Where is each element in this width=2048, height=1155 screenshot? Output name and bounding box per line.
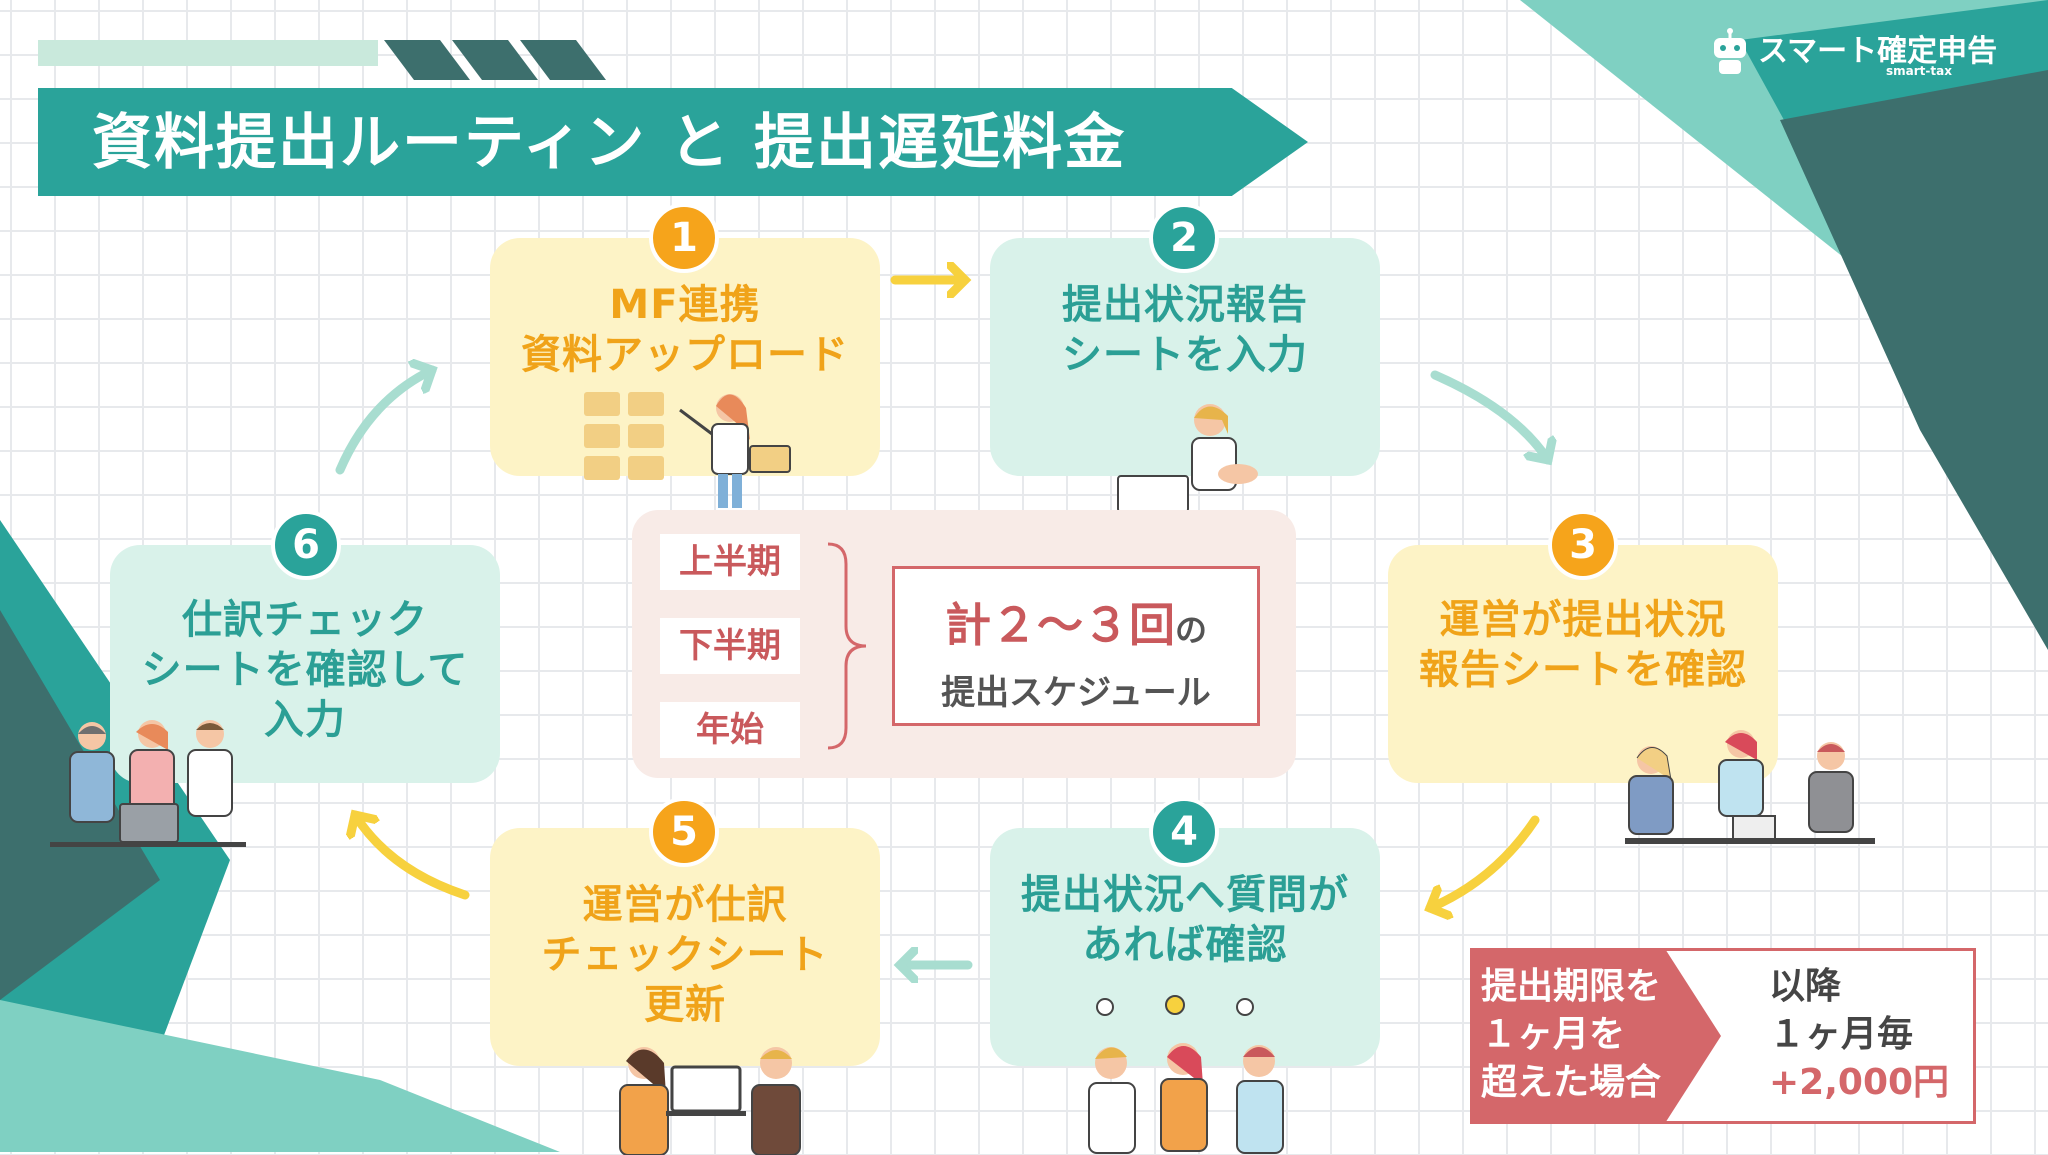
schedule-total: 計２～３回の <box>944 598 1207 652</box>
step-1-text: MF連携資料アップロード <box>521 282 849 378</box>
page-title: 資料提出ルーティン と 提出遅延料金 <box>92 108 1127 178</box>
arrow-3-4 <box>1430 815 1540 908</box>
late-fee-box: 提出期限を １ヶ月を 超えた場合 以降 １ヶ月毎 +2,000円 <box>1470 948 1976 1124</box>
period-second-half: 下半期 <box>660 618 800 674</box>
step-number-4: 4 <box>1149 797 1219 867</box>
step-4-text: 提出状況へ質問があれば確認 <box>1021 872 1349 968</box>
logo: スマート確定申告 smart-tax <box>1708 24 2008 84</box>
arrow-2-3 <box>1430 370 1548 460</box>
step-card-1: MF連携資料アップロード <box>490 238 880 476</box>
title-band <box>38 88 1308 196</box>
step-number-5: 5 <box>649 797 719 867</box>
step-card-3: 運営が提出状況報告シートを確認 <box>1388 545 1778 783</box>
step-5-text: 運営が仕訳チェックシート更新 <box>541 882 829 1028</box>
arrow-5-6 <box>355 815 470 900</box>
schedule-box: 上半期 下半期 年始 計２～３回の 提出スケジュール <box>632 510 1296 778</box>
schedule-total-caption: 提出スケジュール <box>941 673 1211 713</box>
late-fee-condition: 提出期限を １ヶ月を 超えた場合 <box>1481 966 1662 1103</box>
step-number-2: 2 <box>1149 203 1219 273</box>
thinking-people-illustration <box>1088 995 1284 1154</box>
logo-name: スマート確定申告 <box>1758 34 1998 69</box>
schedule-brace <box>827 542 867 750</box>
step-number-3: 3 <box>1548 510 1618 580</box>
mother-laptop-illustration <box>1112 404 1258 516</box>
step-number-1: 1 <box>649 203 719 273</box>
late-fee-amount: +2,000円 <box>1769 1062 1950 1103</box>
office-team-illustration <box>50 720 246 847</box>
arrow-6-1 <box>335 370 432 475</box>
step-2-text: 提出状況報告シートを入力 <box>1062 282 1308 378</box>
robot-icon <box>1714 28 1746 74</box>
step-card-4: 提出状況へ質問があれば確認 <box>990 828 1380 1066</box>
step-number-6: 6 <box>271 510 341 580</box>
step-card-5: 運営が仕訳チェックシート更新 <box>490 828 880 1066</box>
step-3-text: 運営が提出状況報告シートを確認 <box>1419 597 1747 693</box>
meeting-illustration <box>1625 730 1875 844</box>
period-new-year: 年始 <box>660 702 800 758</box>
late-fee-condition-band <box>1473 951 1721 1121</box>
logo-sub: smart-tax <box>1886 64 1952 78</box>
period-first-half: 上半期 <box>660 534 800 590</box>
step-card-2: 提出状況報告シートを入力 <box>990 238 1380 476</box>
folder-board-illustration <box>584 392 791 508</box>
laptop-conversation-illustration <box>619 1047 801 1155</box>
schedule-total-box: 計２～３回の 提出スケジュール <box>892 566 1260 726</box>
step-6-text: 仕訳チェックシートを確認して入力 <box>141 597 469 743</box>
late-fee-result: 以降 １ヶ月毎 +2,000円 <box>1769 963 1949 1107</box>
step-card-6: 仕訳チェックシートを確認して入力 <box>110 545 500 783</box>
